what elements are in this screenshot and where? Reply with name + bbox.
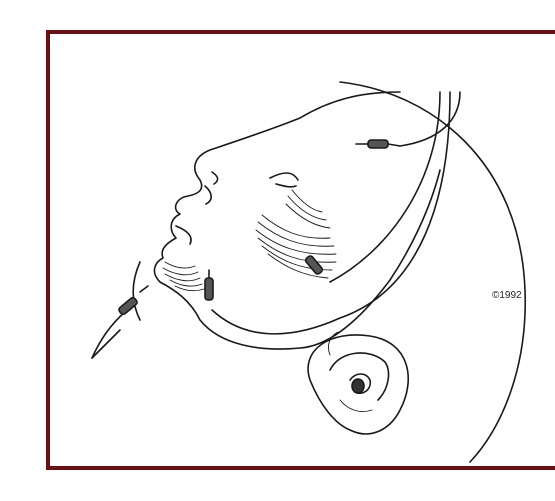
mouth-line xyxy=(176,226,191,244)
cheek-hatching-center xyxy=(256,190,336,278)
nose-detail xyxy=(205,186,211,204)
electrode-top-right xyxy=(356,140,400,148)
copyright-text: ©1992 xyxy=(492,290,522,301)
electrode-chin xyxy=(205,270,213,300)
forehead-line xyxy=(300,92,400,118)
face-profile xyxy=(154,118,440,349)
electrode-cheek xyxy=(305,255,324,275)
wire-3 xyxy=(400,92,460,146)
artist-signature: ©1992 xyxy=(492,270,532,310)
wire-4 xyxy=(92,312,125,358)
ear-canal xyxy=(352,379,364,393)
nostril xyxy=(212,172,218,184)
eye-line xyxy=(270,173,298,180)
wire-2 xyxy=(212,92,450,334)
eye-lid xyxy=(276,184,296,187)
chin-line xyxy=(133,262,140,320)
wire-1 xyxy=(330,92,440,282)
